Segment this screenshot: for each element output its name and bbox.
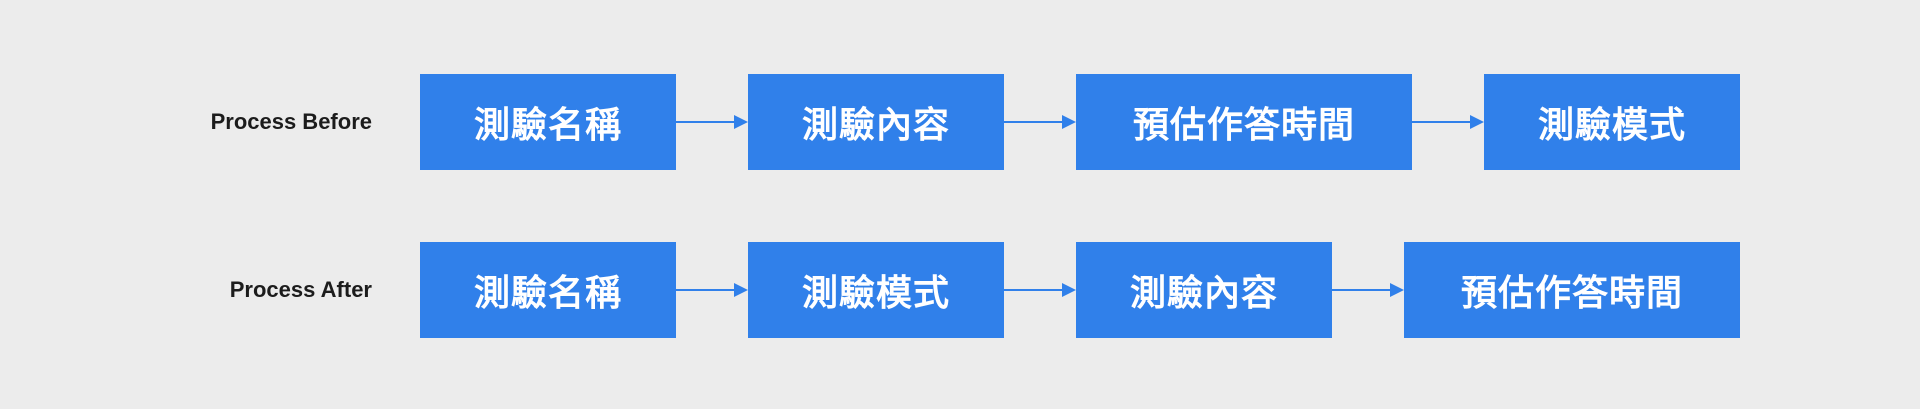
- step-after-1: 測驗名稱: [420, 242, 676, 338]
- arrow-after-1: [676, 280, 748, 300]
- step-before-1: 測驗名稱: [420, 74, 676, 170]
- step-before-3: 預估作答時間: [1076, 74, 1412, 170]
- step-after-3: 測驗內容: [1076, 242, 1332, 338]
- step-after-4: 預估作答時間: [1404, 242, 1740, 338]
- arrow-before-3: [1412, 112, 1484, 132]
- arrow-before-2: [1004, 112, 1076, 132]
- arrow-before-1: [676, 112, 748, 132]
- arrow-after-2: [1004, 280, 1076, 300]
- row-label-process-after: Process After: [229, 277, 372, 302]
- step-after-2: 測驗模式: [748, 242, 1004, 338]
- step-before-2: 測驗內容: [748, 74, 1004, 170]
- row-label-process-before: Process Before: [210, 109, 372, 134]
- step-before-4: 測驗模式: [1484, 74, 1740, 170]
- arrow-after-3: [1332, 280, 1404, 300]
